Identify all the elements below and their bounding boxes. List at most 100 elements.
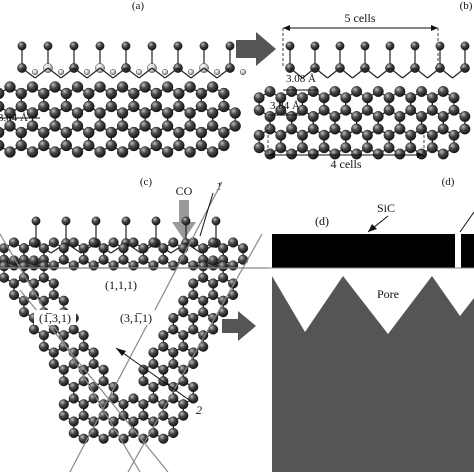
- atom: [88, 260, 99, 271]
- panel-a-label: (a): [132, 0, 145, 12]
- atom: [161, 146, 174, 158]
- atom: [195, 126, 208, 139]
- atom: [437, 123, 449, 135]
- atom: [139, 81, 151, 93]
- atom: [150, 87, 163, 100]
- atom: [38, 295, 49, 306]
- atom: [168, 427, 179, 439]
- atom: [218, 261, 229, 272]
- bond: [364, 67, 378, 79]
- bond: [86, 67, 101, 79]
- down-arrow-icon: [172, 200, 196, 240]
- atom: [416, 86, 428, 97]
- atom: [58, 376, 69, 387]
- atom: [147, 41, 157, 51]
- atom: [198, 295, 209, 306]
- atom: [405, 92, 417, 104]
- atom: [351, 111, 363, 122]
- atom: [394, 111, 406, 122]
- atom: [383, 104, 395, 116]
- atom: [38, 100, 50, 113]
- atom: [459, 123, 471, 135]
- atom: [351, 148, 363, 160]
- atom: [98, 433, 109, 444]
- atom: [178, 330, 189, 341]
- lattice-b: [253, 41, 471, 160]
- atom: [198, 307, 209, 318]
- atom: [0, 261, 10, 272]
- atom: [211, 216, 221, 226]
- atom: [158, 330, 169, 341]
- atom: [275, 92, 287, 104]
- bond: [65, 242, 82, 254]
- atom: [198, 261, 209, 272]
- atom: [38, 272, 49, 283]
- atom: [15, 126, 27, 139]
- atom: [253, 104, 265, 116]
- atom: [118, 410, 129, 421]
- atom: [138, 376, 149, 387]
- atom: [0, 87, 5, 100]
- atom: [394, 123, 406, 135]
- atom: [94, 120, 106, 132]
- atom: [318, 92, 330, 104]
- atom: [49, 120, 61, 132]
- atom: [218, 243, 229, 254]
- atom: [188, 358, 199, 370]
- atom: [151, 216, 161, 226]
- atom: [307, 123, 319, 135]
- atom: [108, 237, 119, 248]
- marker-1: 1: [216, 179, 222, 193]
- atom: [161, 81, 174, 93]
- atom: [71, 107, 84, 119]
- bond: [216, 67, 231, 79]
- atom: [58, 254, 69, 265]
- atom: [448, 104, 460, 116]
- atom: [318, 104, 330, 116]
- atom: [98, 376, 109, 387]
- atom: [168, 312, 179, 324]
- panel-d-label: (d): [442, 176, 455, 188]
- atom: [426, 104, 438, 116]
- atom: [206, 107, 219, 119]
- atom: [43, 41, 53, 51]
- atom: [26, 120, 39, 132]
- atom: [38, 126, 50, 139]
- atom: [60, 139, 72, 152]
- bond: [151, 67, 166, 79]
- atom: [28, 255, 39, 266]
- atom: [58, 410, 69, 421]
- atom: [38, 87, 50, 100]
- atom: [83, 100, 95, 113]
- atom: [188, 381, 199, 393]
- atom: [310, 41, 320, 51]
- film-pointer-head: [368, 224, 377, 232]
- atom: [168, 324, 179, 335]
- atom: [340, 92, 352, 104]
- atom: [218, 100, 230, 113]
- atom: [94, 107, 106, 119]
- atom: [372, 123, 384, 135]
- atom: [173, 139, 185, 152]
- atom: [253, 129, 265, 141]
- atom: [178, 376, 189, 387]
- cells-top-right-tick: [431, 25, 438, 31]
- atom: [206, 146, 219, 158]
- atom: [4, 146, 16, 158]
- atom: [68, 381, 79, 393]
- atom: [383, 142, 395, 154]
- atom: [68, 237, 79, 248]
- crystal-planes: [0, 181, 268, 473]
- atom: [91, 216, 101, 226]
- pointer-1: [199, 192, 214, 237]
- atom: [335, 41, 345, 51]
- atom: [188, 289, 199, 301]
- atom: [38, 330, 49, 341]
- atom: [148, 260, 159, 271]
- atom: [168, 358, 179, 370]
- atom: [71, 81, 84, 93]
- atom: [297, 92, 308, 104]
- atom: [128, 100, 140, 113]
- atom: [208, 278, 219, 289]
- bottom-cells-label: 4 cells: [331, 157, 362, 171]
